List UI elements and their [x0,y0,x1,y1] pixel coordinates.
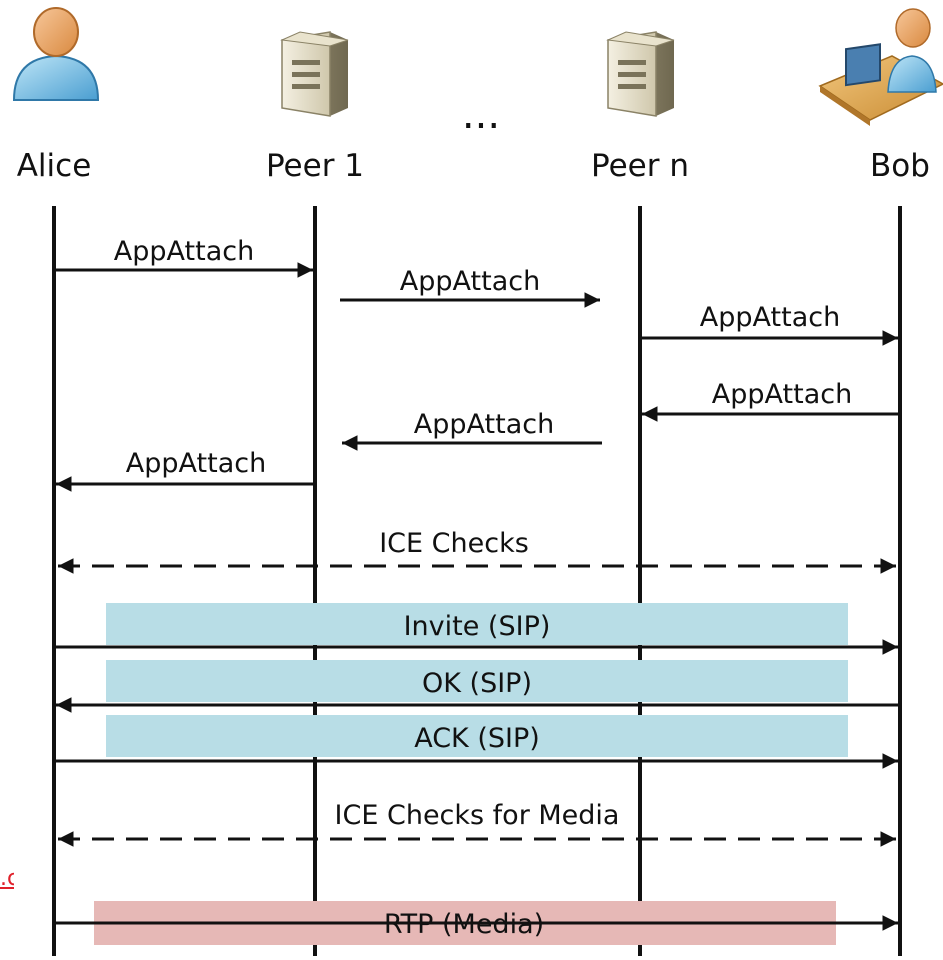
message-label: ICE Checks for Media [335,800,620,831]
message-label: AppAttach [114,236,254,267]
message-label: RTP (Media) [384,909,544,940]
participant-label-bob: Bob [870,148,930,184]
participant-label-alice: Alice [17,148,92,184]
server-icon [280,31,349,117]
ack-band [106,715,848,757]
user-at-desk-icon [818,8,943,126]
participant-label-peer-1: Peer 1 [266,148,364,184]
message-label: ACK (SIP) [414,723,540,754]
message-label: AppAttach [126,448,266,479]
message-label: ICE Checks [379,528,529,559]
message-label: AppAttach [712,379,852,410]
user-icon [12,7,100,101]
invite-band [106,603,848,645]
participant-label-peer-n: Peer n [591,148,689,184]
message-label: Invite (SIP) [404,611,551,642]
message-label: AppAttach [400,266,540,297]
server-icon [606,31,675,117]
message-label: AppAttach [700,302,840,333]
link-fragment[interactable]: .c [0,866,14,891]
ok-band [106,660,848,702]
ellipsis: ... [462,92,500,138]
message-label: AppAttach [414,409,554,440]
message-label: OK (SIP) [422,668,532,699]
